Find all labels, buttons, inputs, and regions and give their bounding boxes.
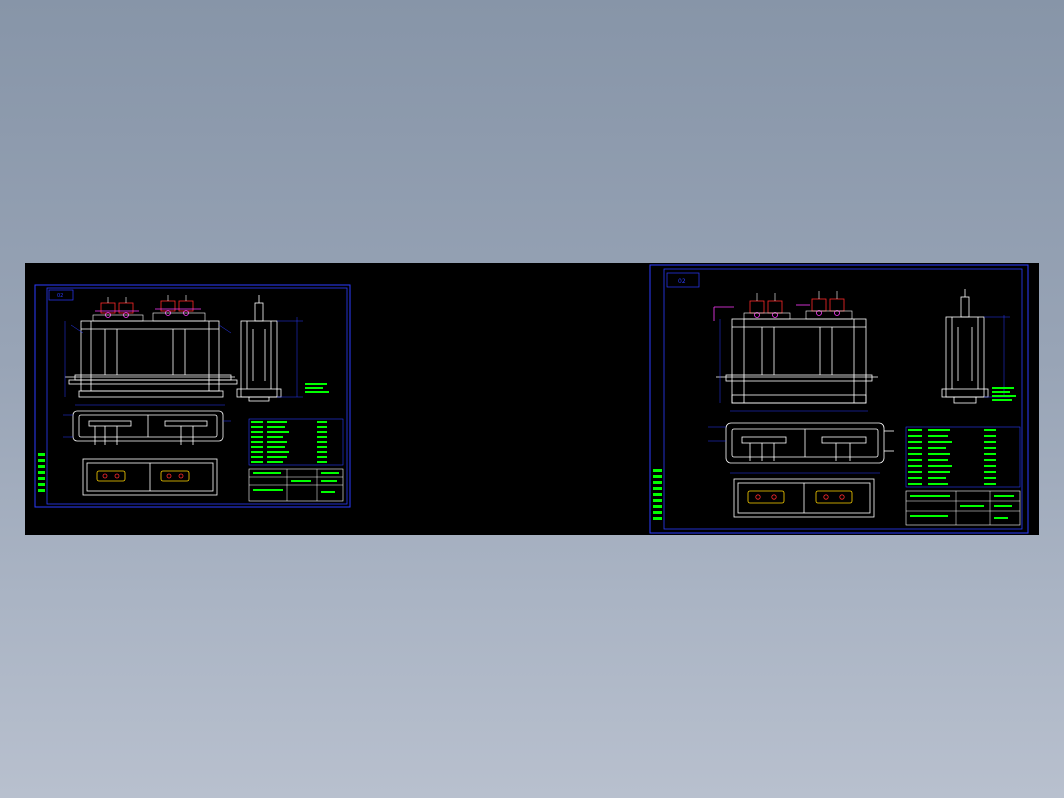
side-view: [941, 289, 989, 404]
sheet-tag-text: 02: [57, 293, 63, 299]
sheet-inner-border: [663, 268, 1023, 530]
title-block: [905, 490, 1021, 526]
plan-dim: [63, 414, 231, 438]
side-dimension-lines: [984, 315, 1010, 398]
drawing-sheet-left[interactable]: 02: [34, 284, 351, 508]
front-view: [65, 320, 238, 398]
base-holes: [755, 494, 845, 500]
base-view: [733, 478, 875, 518]
sheet-tag-box: [666, 272, 700, 288]
plan-view: [72, 410, 224, 445]
side-notes: [305, 383, 329, 393]
plan-view: [725, 422, 894, 464]
base-inserts: [747, 490, 853, 504]
sheet-outer-border: [34, 284, 351, 508]
base-view: [82, 458, 218, 496]
left-notes: [38, 453, 45, 492]
dimension-lines: [64, 321, 232, 406]
side-dimension-lines: [277, 317, 303, 398]
plan-dim: [708, 426, 880, 474]
sheet-inner-border: [46, 287, 348, 505]
base-holes: [102, 473, 184, 479]
sheet-tag-text: 02: [678, 278, 686, 285]
parts-list: [905, 426, 1021, 488]
parts-list: [248, 418, 344, 466]
cad-model-viewport[interactable]: 02: [25, 263, 1039, 535]
dimension-lines: [719, 319, 868, 412]
base-inserts: [96, 470, 190, 482]
cylinder-rods: [743, 291, 853, 320]
front-view: [716, 318, 878, 404]
side-view: [236, 295, 282, 402]
drawing-sheet-right[interactable]: 02: [649, 264, 1029, 534]
title-block: [248, 468, 344, 502]
sheet-tag-box: [48, 289, 74, 301]
side-notes: [992, 387, 1016, 401]
sheet-outer-border: [649, 264, 1029, 534]
cylinder-rods: [92, 295, 206, 322]
left-notes: [653, 469, 662, 520]
cylinder-fittings: [713, 304, 840, 321]
